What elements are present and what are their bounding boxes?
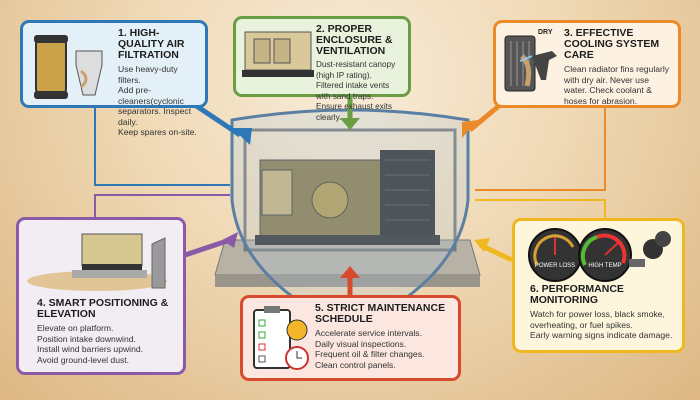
card-title: 6. Performance Monitoring [530,283,624,306]
card-title: 4. Smart Positioning & Elevation [37,297,169,320]
radiator-air-gun-icon [504,35,557,92]
generator-canopy-icon [242,31,314,77]
air-filter-icon [34,35,103,99]
card-positioning-elevation: 4. Smart Positioning & Elevation Elevate… [16,217,186,375]
card-performance-monitoring: POWER LOSS HIGH TEMP 6. Performance Moni… [512,218,685,353]
card-body: Use heavy-duty filters. Add pre-cleaners… [118,64,197,137]
center-generator-illustration [214,128,481,287]
checklist-clipboard-icon [253,306,309,370]
card-title: 3. Effective Cooling System Care [564,27,660,61]
gauges-icon: POWER LOSS HIGH TEMP [528,228,671,282]
card-title: 2. Proper Enclosure & Ventilation [316,23,393,57]
protective-shield [230,108,470,332]
card-air-filtration: 1. High-Quality Air Filtration Use heavy… [20,20,208,137]
dry-label: DRY [538,29,553,36]
gauge-label-high-temp: HIGH TEMP [588,263,621,269]
card-title: 1. High-Quality Air Filtration [118,27,185,61]
elevated-generator-icon [27,233,167,291]
card-enclosure-ventilation: 2. Proper Enclosure & Ventilation Dust-r… [233,16,411,122]
card-body: Clean radiator fins regularly with dry a… [564,64,670,106]
gauge-label-power-loss: POWER LOSS [535,263,575,269]
card-body: Elevate on platform. Position intake dow… [37,323,144,365]
card-body: Dust-resistant canopy (high IP rating). … [316,60,396,122]
card-body: Accelerate service intervals. Daily visu… [315,328,425,370]
card-body: Watch for power loss, black smoke, overh… [530,309,673,340]
card-maintenance-schedule: 5. Strict Maintenance Schedule Accelerat… [240,295,461,381]
card-title: 5. Strict Maintenance Schedule [315,302,446,325]
card-cooling-system: DRY 3. Effective Cooling System Care Cle… [493,20,681,108]
